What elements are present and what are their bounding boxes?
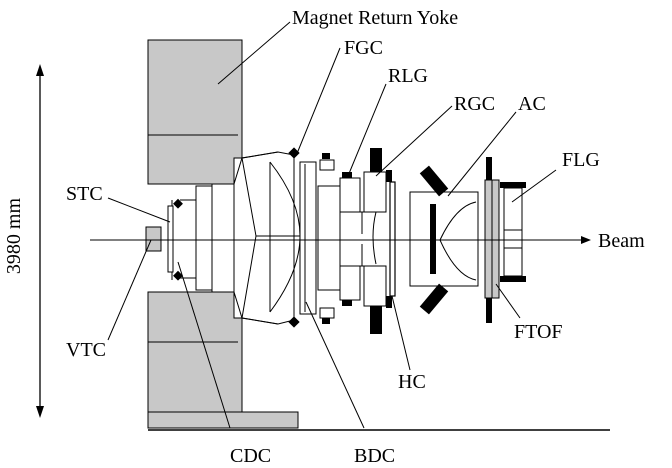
label-flg: FLG [562, 149, 600, 171]
fgc-marker-bottom [288, 316, 300, 328]
fgc-marker-top [288, 147, 300, 159]
label-ftof: FTOF [514, 321, 563, 343]
label-fgc: FGC [344, 37, 383, 59]
leader-lines [107, 21, 557, 429]
ac-dark-bars [419, 165, 449, 315]
flg-block [500, 182, 526, 282]
label-ac: AC [518, 93, 546, 115]
fgc-region [233, 151, 301, 325]
rgc-dark-bars [370, 148, 392, 334]
label-rlg: RLG [388, 65, 428, 87]
dimension-label: 3980 mm [3, 198, 25, 275]
label-beam: Beam [598, 230, 645, 252]
stc-marker-bottom [173, 270, 183, 281]
stc-marker-top [173, 198, 183, 209]
rich-body [340, 211, 377, 267]
rlg-dark-pads [322, 153, 352, 324]
dimension-arrow [36, 64, 44, 418]
label-cdc: CDC [230, 445, 271, 467]
vtc-block [145, 226, 162, 252]
hc-plate [389, 181, 396, 297]
rgc-blocks [363, 171, 387, 307]
label-vtc: VTC [66, 339, 106, 361]
stc-layer [167, 205, 174, 273]
ac-block [409, 191, 479, 287]
label-stc: STC [66, 183, 103, 205]
bdc-chambers [299, 161, 341, 315]
label-bdc: BDC [354, 445, 395, 467]
magnet-return-yoke [147, 39, 299, 429]
label-rgc: RGC [454, 93, 495, 115]
label-magnet-return-yoke: Magnet Return Yoke [292, 7, 458, 29]
label-hc: HC [398, 371, 426, 393]
